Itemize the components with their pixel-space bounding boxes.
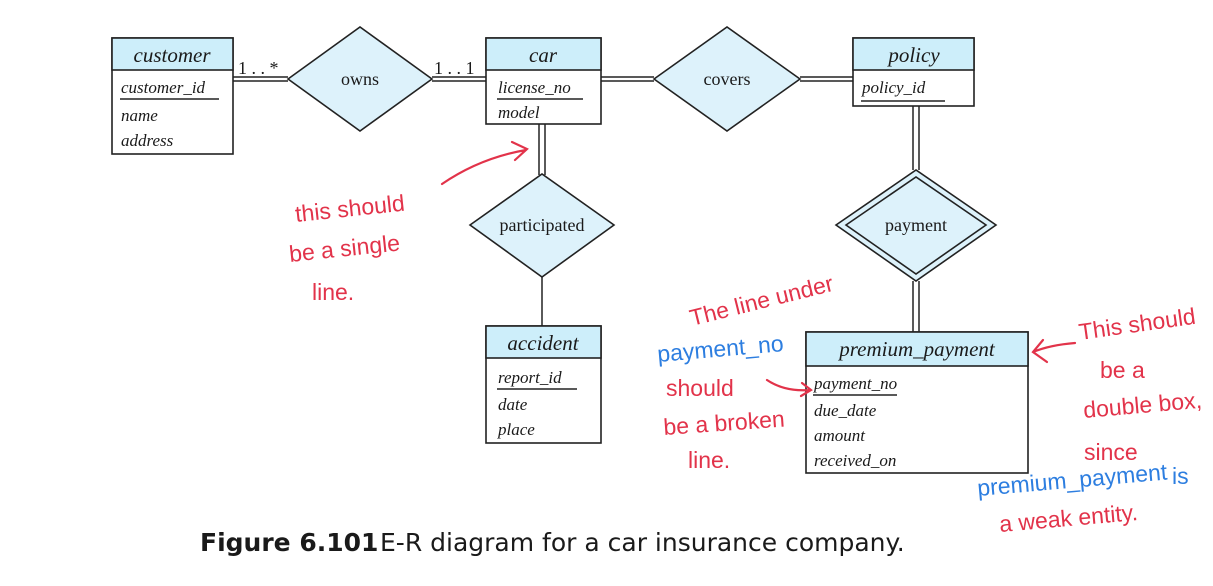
cardinality-label: 1 . . * [238,58,279,78]
entity-title: accident [507,331,579,355]
annotation-text: This should [1077,303,1197,345]
attribute-key: payment_no [813,374,897,393]
relationship-label: payment [885,215,947,235]
annotation-text: The line under [687,270,836,331]
entity-title: premium_payment [837,337,996,361]
entity-customer: customer customer_id name address [111,37,234,155]
annotation-text: double box, [1082,387,1203,423]
connectors [233,76,920,332]
annotation-text: payment_no [656,330,784,367]
arrow-icon [440,140,529,186]
attribute: address [121,131,174,150]
attribute: due_date [814,401,877,420]
annotation-text: a weak entity. [998,499,1139,537]
relationship-covers: covers [652,26,802,132]
attribute: amount [814,426,866,445]
entity-premium-payment: premium_payment payment_no due_date amou… [805,331,1029,474]
arrow-icon [1031,338,1077,364]
annotation-text: line. [312,279,354,305]
entity-title: customer [134,43,212,67]
relationship-label: covers [704,69,751,89]
attribute: place [497,420,535,439]
attribute: model [498,103,540,122]
annotation-text: this should [294,190,406,227]
attribute-key: report_id [498,368,562,387]
annotation-text: be a broken [663,406,786,440]
annotation-text: since [1084,439,1138,465]
annotation-text: should [666,375,734,401]
attribute: date [498,395,528,414]
entity-accident: accident report_id date place [485,325,602,444]
arrow-icon [765,378,813,398]
attribute: received_on [814,451,896,470]
annotation-text: line. [688,447,730,473]
relationship-label: participated [500,215,585,235]
entity-title: car [529,43,558,67]
attribute-key: license_no [498,78,571,97]
annotation-text: be a single [288,229,401,266]
entity-policy: policy policy_id [852,37,975,107]
attribute-key: customer_id [121,78,206,97]
entity-title: policy [886,43,940,67]
annotation-text: be a [1100,357,1145,383]
caption-label: Figure 6.101 [200,528,378,557]
relationship-owns: owns 1 . . * 1 . . 1 [238,26,475,132]
relationship-participated: participated [468,173,616,278]
entity-car: car license_no model [485,37,602,125]
attribute: name [121,106,158,125]
attribute-key: policy_id [861,78,926,97]
caption-text: E-R diagram for a car insurance company. [380,528,905,557]
cardinality-label: 1 . . 1 [434,58,475,78]
relationship-payment: payment [834,169,998,282]
relationship-label: owns [341,69,379,89]
figure-caption: Figure 6.101 E-R diagram for a car insur… [200,528,905,557]
annotation-text: is [1172,463,1189,489]
